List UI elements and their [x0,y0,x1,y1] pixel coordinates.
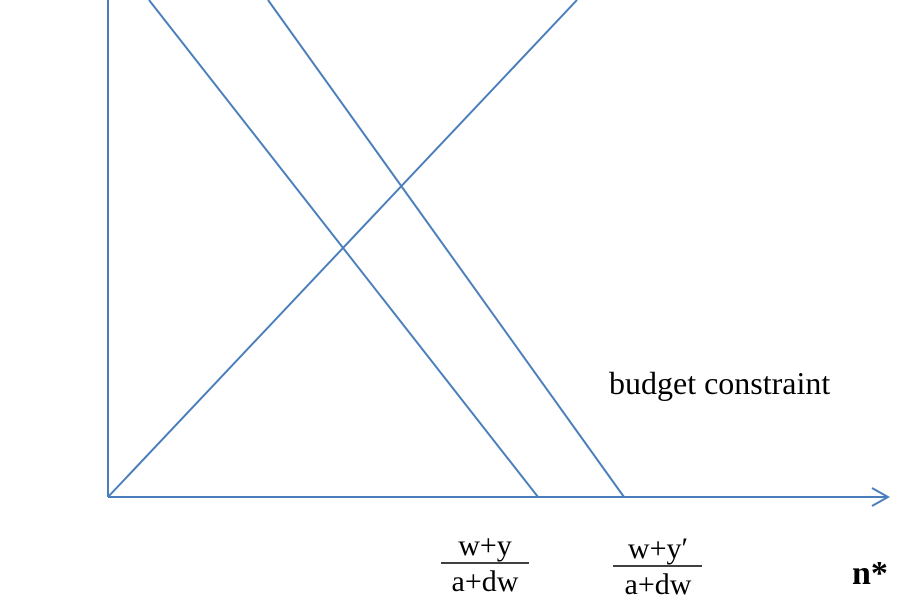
intercept-2-numerator: w+y′ [628,532,688,565]
intercept-1-denominator: a+dw [452,565,519,598]
intercept-1-fraction: w+y a+dw [441,529,529,598]
intercept-2-denominator: a+dw [625,568,692,600]
x-axis-label: n* [852,555,888,592]
x-axis-arrowhead [871,487,891,507]
budget-constraint-label: budget constraint [609,365,830,401]
budget-line-1 [148,0,539,498]
intercept-1-numerator: w+y [458,529,512,562]
budget-line-2 [267,0,625,498]
intercept-2-fraction: w+y′ a+dw [613,532,702,600]
